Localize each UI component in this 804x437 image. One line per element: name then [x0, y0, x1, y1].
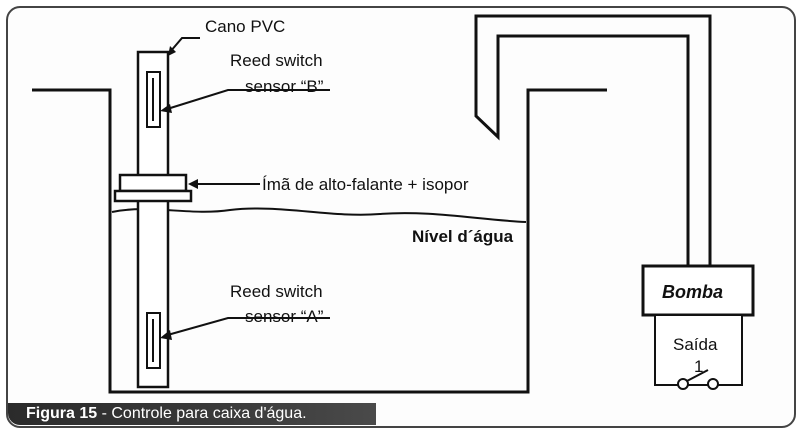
- caption-number: Figura 15: [26, 405, 98, 422]
- sensor-a-label-line1: Reed switch: [230, 282, 323, 301]
- sensor-a-label-line2: sensor “A”: [245, 307, 324, 326]
- outlet-pipe-outer: [474, 14, 712, 266]
- water-level-line: [111, 207, 527, 223]
- switch-lever: [686, 369, 709, 382]
- switch-terminal-left: [677, 378, 689, 390]
- sensor-b-pointer: [160, 89, 330, 113]
- sensor-b-label-line2: sensor “B”: [245, 77, 324, 96]
- speaker-magnet: [118, 173, 188, 193]
- figure-caption: Figura 15 - Controle para caixa d'água.: [8, 403, 376, 425]
- pipe-label: Cano PVC: [205, 17, 285, 36]
- output-number-label: 1: [694, 357, 703, 376]
- caption-text: Controle para caixa d'água.: [111, 405, 307, 422]
- sensor-b-label-line1: Reed switch: [230, 51, 323, 70]
- styrofoam-float: [113, 189, 193, 203]
- magnet-pointer: [188, 179, 260, 189]
- switch-terminal-right: [707, 378, 719, 390]
- water-level-label: Nível d´água: [412, 227, 514, 246]
- caption-separator: -: [97, 405, 112, 422]
- output-box: [654, 314, 743, 386]
- sensor-a-pointer: [160, 317, 330, 340]
- output-label: Saída: [673, 335, 718, 354]
- magnet-label: Ímã de alto-falante + isopor: [262, 175, 469, 194]
- water-tank: [32, 88, 607, 394]
- pump-label: Bomba: [662, 282, 723, 302]
- pipe-pointer: [168, 37, 200, 56]
